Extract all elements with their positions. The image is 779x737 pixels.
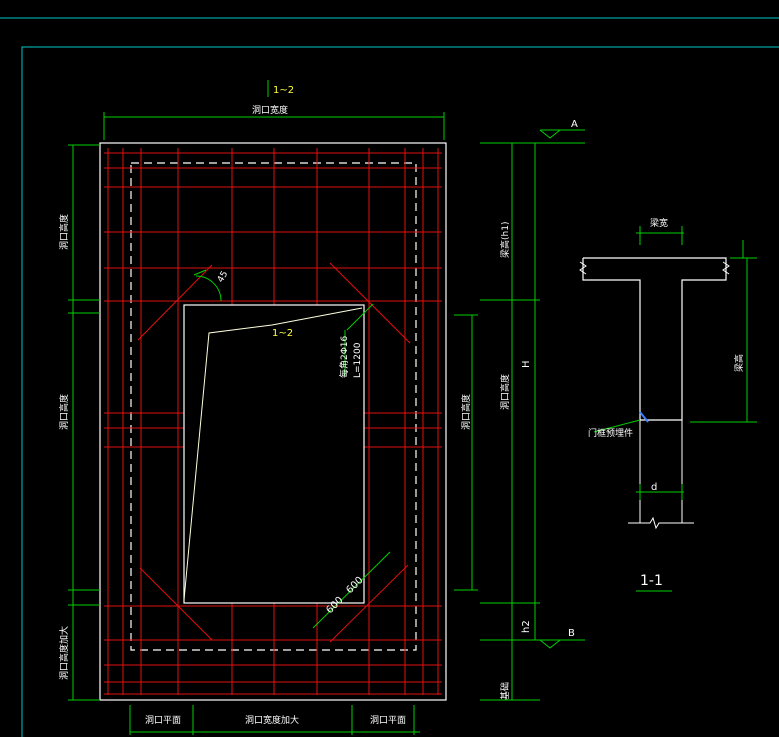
left-dimension xyxy=(68,144,100,701)
section-width-label: 梁宽 xyxy=(650,217,668,229)
frame-border xyxy=(21,46,779,737)
section-1-1 xyxy=(579,257,730,530)
dim-600-line xyxy=(312,551,391,629)
bar-note-line2: L=1200 xyxy=(353,342,363,378)
elev-dim-top-text: 梁高(h1) xyxy=(499,222,511,258)
right-dim-mid-text: 洞口高度 xyxy=(460,394,472,430)
left-dim-bottom-text: 洞口高度加大 xyxy=(58,626,70,680)
section-height-label: 梁高 xyxy=(733,354,745,372)
angle-label: 45 xyxy=(216,270,230,285)
level-marker-a xyxy=(539,129,562,139)
height-h-label: H xyxy=(521,360,532,368)
right-dimension xyxy=(454,314,478,591)
bottom-dim-center-text: 洞口宽度加大 xyxy=(245,714,299,726)
plan-view: 45 每角2Φ16 L=1200 1~2 600 600 xyxy=(99,142,447,701)
height-h2-label: h2 xyxy=(521,620,532,633)
section-ref-opening: 1~2 xyxy=(272,328,293,339)
bottom-dim-right-text: 洞口平面 xyxy=(370,715,406,726)
top-dim-width-text: 洞口宽度 xyxy=(252,104,288,116)
break-line xyxy=(628,516,694,530)
opening-section-line xyxy=(183,307,363,601)
embedded-part xyxy=(639,411,649,423)
section-callout-label: 门框预埋件 xyxy=(588,427,633,439)
section-dimensions xyxy=(593,226,757,500)
elevation-dimension xyxy=(480,129,585,701)
diagonal-bar-tr xyxy=(329,262,411,344)
level-marker-b xyxy=(539,639,562,649)
left-dim-mid-text: 洞口高度 xyxy=(58,394,70,430)
wall-outline xyxy=(99,142,447,701)
diagonal-bar-br xyxy=(329,564,409,643)
section-d-label: d xyxy=(651,482,657,493)
top-dimension xyxy=(103,80,445,140)
callout-leader xyxy=(593,419,641,433)
level-b-label: B xyxy=(568,628,575,639)
diagonal-bar-tl xyxy=(137,264,213,341)
door-opening xyxy=(183,304,365,604)
angle-leader xyxy=(193,269,207,276)
rebar-grid xyxy=(104,148,442,695)
bar-note-line1: 每角2Φ16 xyxy=(338,335,350,378)
elev-dim-mid-text: 洞口高度 xyxy=(499,374,511,410)
section-ref-top: 1~2 xyxy=(273,85,294,96)
bar-note-leader xyxy=(346,303,374,331)
section-title: 1-1 xyxy=(640,573,663,589)
bottom-dimension xyxy=(129,705,420,735)
elev-dim-base-text: 基础 xyxy=(499,682,511,700)
diagonal-bar-bl xyxy=(139,567,213,641)
section-outline xyxy=(582,257,727,421)
level-a-label: A xyxy=(571,119,578,130)
bottom-dim-left-text: 洞口平面 xyxy=(145,715,181,726)
left-dim-top-text: 洞口高度 xyxy=(58,214,70,250)
angle-arc xyxy=(195,275,222,302)
